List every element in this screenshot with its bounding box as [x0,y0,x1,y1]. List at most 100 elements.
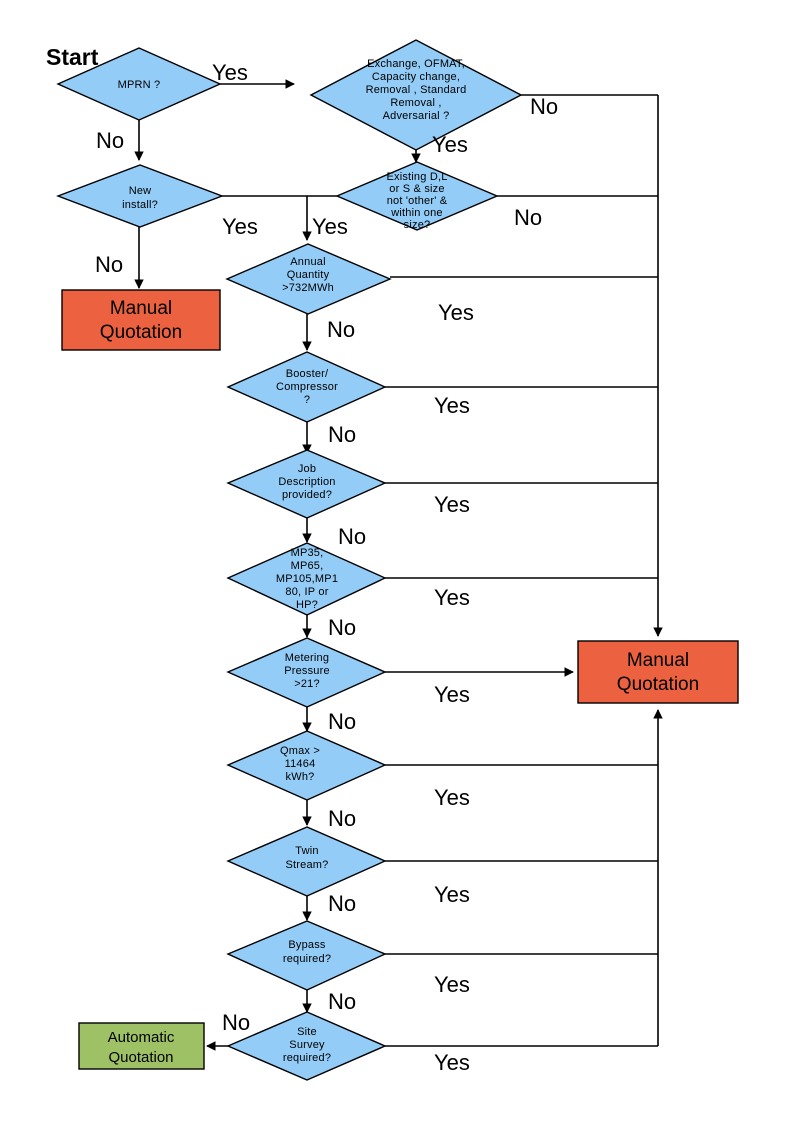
node-new-install[interactable] [56,164,224,228]
node-booster-compressor[interactable] [226,351,387,423]
node-existing-label: Existing D,L or S & size not 'other' & w… [386,171,447,231]
node-site-survey[interactable] [226,1011,387,1081]
svg-text:Quotation: Quotation [617,674,699,695]
node-bypass[interactable] [226,920,387,991]
svg-text:Quotation: Quotation [100,322,182,343]
svg-text:Quantity: Quantity [287,269,330,281]
svg-text:New: New [129,185,152,197]
svg-text:MP105,MP1: MP105,MP1 [276,573,338,585]
edge-label-exchange-yes: Yes [432,132,468,157]
edge-label-bypass-yes: Yes [434,972,470,997]
svg-text:Description: Description [278,476,335,488]
edge-label-mpclass-no: No [328,615,356,640]
node-qmax[interactable] [226,730,387,801]
svg-text:Manual: Manual [627,650,689,671]
svg-text:Exchange, OFMAT,: Exchange, OFMAT, [367,58,465,70]
svg-text:Removal ,: Removal , [390,97,441,109]
svg-text:Adversarial ?: Adversarial ? [383,110,450,122]
node-mprn-label: MPRN ? [118,79,161,91]
edge-label-mprn-no: No [96,128,124,153]
svg-text:>732MWh: >732MWh [282,282,334,294]
svg-text:Compressor: Compressor [276,381,338,393]
node-twin-stream-label: Twin Stream? [286,845,329,871]
edge-label-annual-yes: Yes [438,300,474,325]
edge-label-qmax-yes: Yes [434,785,470,810]
svg-text:Pressure: Pressure [284,665,330,677]
svg-text:>21?: >21? [294,678,320,690]
svg-text:install?: install? [122,199,158,211]
svg-text:?: ? [304,394,310,406]
edge-label-jobdesc-yes: Yes [434,492,470,517]
svg-text:within one: within one [390,207,443,219]
svg-text:Quotation: Quotation [108,1049,173,1066]
edge-label-newinstall-yes: Yes [222,214,258,239]
svg-text:required?: required? [283,953,331,965]
svg-text:size?: size? [404,219,431,231]
edge-label-pressure-no: No [328,709,356,734]
edge-label-mprn-yes: Yes [212,60,248,85]
node-job-description-label: Job Description provided? [278,463,335,501]
node-qmax-label: Qmax > 11464 kWh? [280,745,320,783]
node-automatic-quotation[interactable] [78,1022,205,1070]
node-annual-quantity[interactable] [225,243,392,315]
node-manual-quotation-left[interactable] [61,289,221,351]
edge-label-site-yes: Yes [434,1050,470,1075]
node-metering-pressure[interactable] [226,637,387,708]
node-manual-quotation-right[interactable] [577,640,739,704]
node-automatic-quotation-label: Automatic Quotation [108,1029,175,1066]
svg-text:Twin: Twin [295,845,318,857]
svg-text:MP65,: MP65, [291,560,324,572]
node-mp-class[interactable] [226,542,387,616]
svg-text:Booster/: Booster/ [286,368,329,380]
node-job-description[interactable] [226,449,387,519]
node-booster-compressor-label: Booster/ Compressor ? [276,368,338,406]
svg-text:not 'other' &: not 'other' & [387,195,448,207]
svg-text:Job: Job [298,463,316,475]
edge-label-annual-no: No [327,317,355,342]
svg-text:provided?: provided? [282,489,332,501]
edge-label-qmax-no: No [328,806,356,831]
edge-label-pressure-yes: Yes [434,682,470,707]
svg-text:required?: required? [283,1052,331,1064]
svg-text:MP35,: MP35, [291,547,324,559]
svg-text:Removal , Standard: Removal , Standard [366,84,467,96]
node-existing[interactable] [335,161,499,231]
node-exchange-label: Exchange, OFMAT, Capacity change, Remova… [366,58,467,122]
svg-text:Annual: Annual [290,256,325,268]
node-mprn[interactable] [56,47,222,121]
node-twin-stream[interactable] [226,826,387,897]
node-site-survey-label: Site Survey required? [283,1026,331,1064]
svg-text:Capacity change,: Capacity change, [372,71,460,83]
svg-text:Survey: Survey [289,1039,325,1051]
svg-text:Bypass: Bypass [288,939,326,951]
svg-text:kWh?: kWh? [286,771,315,783]
node-mp-class-label: MP35, MP65, MP105,MP1 80, IP or HP? [276,547,338,611]
start-label: Start [46,44,99,70]
node-annual-quantity-label: Annual Quantity >732MWh [282,256,334,294]
edge-label-existing-yes: Yes [312,214,348,239]
svg-text:11464: 11464 [285,758,316,770]
edge-label-bypass-no: No [328,989,356,1014]
edge-label-site-no: No [222,1010,250,1035]
edge-label-mpclass-yes: Yes [434,585,470,610]
svg-text:Existing D,L: Existing D,L [386,171,447,183]
svg-text:80, IP or: 80, IP or [285,586,328,598]
edge-label-exchange-no: No [530,94,558,119]
edge-label-jobdesc-no: No [338,524,366,549]
edge-label-twin-yes: Yes [434,882,470,907]
edge-label-booster-no: No [328,422,356,447]
node-new-install-label: New install? [122,185,158,211]
node-exchange[interactable] [309,39,523,151]
svg-text:or S & size: or S & size [389,183,444,195]
svg-text:Site: Site [297,1026,317,1038]
node-metering-pressure-label: Metering Pressure >21? [284,652,330,690]
edge-label-newinstall-no: No [95,252,123,277]
svg-text:Manual: Manual [110,298,172,319]
edge-label-twin-no: No [328,891,356,916]
svg-text:Stream?: Stream? [286,859,329,871]
svg-text:HP?: HP? [296,599,318,611]
svg-text:Automatic: Automatic [108,1029,175,1046]
svg-text:Metering: Metering [285,652,329,664]
